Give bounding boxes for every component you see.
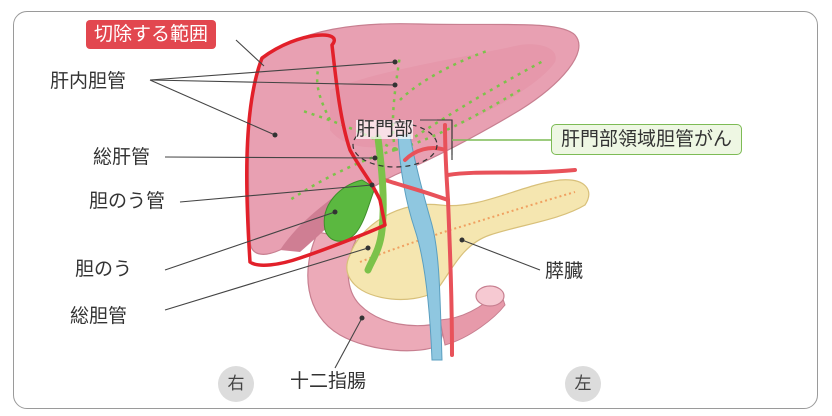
- resection-area-label: 切除する範囲: [86, 20, 217, 49]
- common-bile-duct-label: 総胆管: [70, 305, 128, 327]
- jejunum-end: [475, 285, 505, 307]
- left-direction-badge: 左: [565, 366, 601, 402]
- resection-outline: [244, 33, 387, 267]
- leader-lines: [149, 39, 551, 369]
- gallbladder-shape: [323, 179, 376, 242]
- intrahepatic-bile-duct-label: 肝内胆管: [50, 70, 127, 92]
- right-direction-badge: 右: [218, 366, 254, 402]
- pancreas-label: 膵臓: [545, 260, 584, 282]
- cystic-duct-label: 胆のう管: [89, 190, 166, 212]
- perihilar-cancer-label: 肝門部領域胆管がん: [551, 124, 743, 155]
- common-hepatic-duct-shape: [364, 134, 387, 274]
- duodenum-label: 十二指腸: [290, 370, 367, 392]
- common-hepatic-duct-label: 総肝管: [93, 146, 151, 168]
- arteries: [383, 123, 577, 357]
- hilum-label: 肝門部: [356, 118, 414, 140]
- leader-dots: [272, 59, 465, 321]
- pancreas-shape: [346, 179, 590, 301]
- gallbladder-label: 胆のう: [75, 258, 133, 280]
- portal-vein: [397, 134, 443, 361]
